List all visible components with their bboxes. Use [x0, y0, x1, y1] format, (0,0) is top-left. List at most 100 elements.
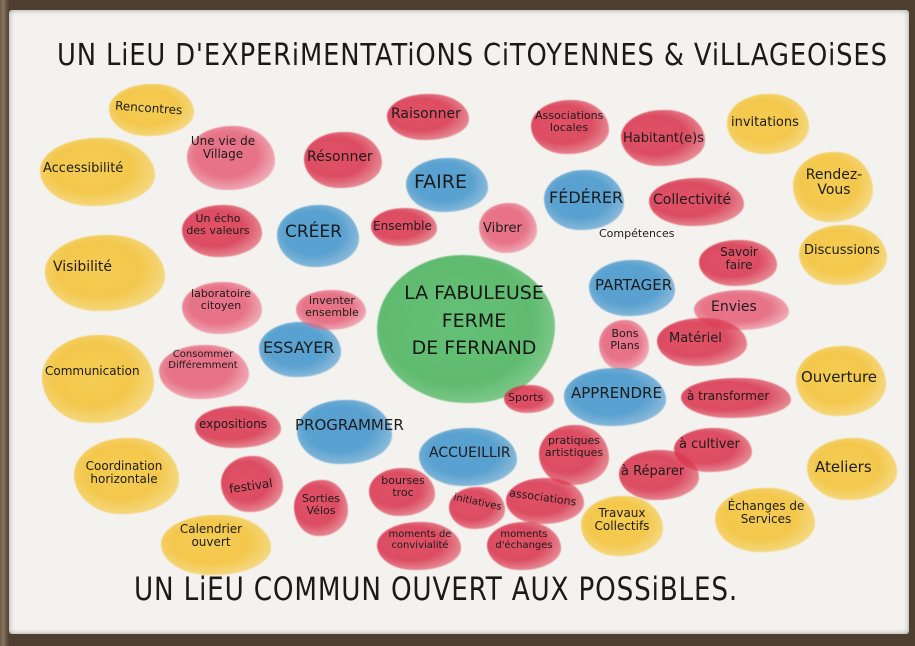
- blob-ensemble: [371, 208, 437, 246]
- word-communication: Communication: [45, 364, 140, 378]
- blob-ateliers: [807, 438, 897, 500]
- word-discussions: Discussions: [804, 243, 880, 258]
- blob-bons-plans: [599, 320, 649, 370]
- blob-moments-ech: [487, 522, 561, 570]
- title-bottom: UN LiEU COMMUN OUVERT AUX POSSiBLES.: [134, 570, 738, 608]
- word-une-vie: Une vie de Village: [190, 134, 256, 161]
- word-moments-echanges: moments d'échanges: [495, 529, 553, 551]
- blob-calendrier: [161, 515, 271, 575]
- blob-collectivite: [649, 178, 744, 226]
- blob-faire: [406, 158, 488, 212]
- blob-moments-conv: [377, 522, 461, 570]
- word-consommer: Consommer Différemment: [168, 349, 238, 371]
- blob-raisonner: [387, 94, 469, 140]
- blob-rendez-vous: [793, 152, 873, 222]
- word-savoir-faire: Savoir faire: [720, 245, 758, 272]
- watercolor-paper: UN LiEU D'EXPERiMENTATiONS CiTOYENNES & …: [9, 10, 909, 634]
- blob-expositions: [195, 406, 281, 448]
- word-a-transformer: à transformer: [687, 389, 770, 403]
- blob-communication: [42, 335, 154, 423]
- blob-invitations: [727, 94, 809, 154]
- blob-inventer: [296, 290, 366, 330]
- blob-accessibilite: [40, 138, 155, 206]
- blob-savoir: [699, 240, 777, 286]
- blob-habitants: [621, 110, 705, 166]
- blob-creer: [277, 205, 359, 267]
- word-invitations: invitations: [731, 115, 799, 130]
- word-travaux: Travaux Collectifs: [594, 506, 650, 533]
- blob-coordination: [74, 438, 179, 514]
- blob-bourses: [369, 468, 435, 516]
- word-un-echo: Un écho des valeurs: [186, 212, 250, 237]
- word-expositions: expositions: [199, 417, 268, 431]
- word-bourses-troc: bourses troc: [381, 474, 425, 499]
- blob-materiel: [657, 318, 747, 366]
- word-competences: Compétences: [599, 227, 675, 240]
- blob-rencontres: [109, 84, 194, 136]
- word-ensemble: Ensemble: [373, 219, 432, 233]
- word-accessibilite: Accessibilité: [43, 161, 124, 176]
- blob-discussions: [799, 225, 887, 285]
- word-programmer: PROGRAMMER: [295, 416, 404, 434]
- word-visibilite: Visibilité: [53, 259, 113, 275]
- word-a-cultiver: à cultiver: [679, 437, 740, 452]
- blob-partager: [589, 260, 675, 316]
- word-echanges-services: Échanges de Services: [727, 499, 805, 526]
- blob-federer: [544, 170, 624, 230]
- center-line-2: FERME: [441, 309, 507, 332]
- blob-une-vie: [187, 126, 275, 190]
- blob-center: [377, 255, 555, 403]
- word-raisonner: Raisonner: [391, 106, 461, 122]
- word-bons-plans: Bons Plans: [610, 327, 640, 352]
- blob-initiatives: [449, 487, 505, 529]
- blob-visibilite: [45, 235, 165, 311]
- blob-pratiques: [539, 425, 609, 485]
- blob-sorties: [294, 480, 348, 536]
- blob-resonner: [304, 132, 382, 188]
- word-envies: Envies: [711, 299, 757, 315]
- blob-reparer: [619, 450, 699, 500]
- word-materiel: Matériel: [669, 331, 722, 346]
- word-federer: FÉDÉRER: [549, 188, 624, 207]
- blob-sports: [504, 385, 554, 413]
- word-sports: Sports: [508, 391, 544, 404]
- word-coordination: Coordination horizontale: [85, 459, 163, 486]
- blob-travaux: [581, 496, 663, 556]
- word-moments-convivialite: moments de convivialité: [388, 529, 452, 551]
- word-pratiques: pratiques artistiques: [544, 434, 604, 459]
- blob-programmer: [297, 400, 392, 464]
- blob-vibrer: [479, 203, 537, 253]
- word-collectivite: Collectivité: [653, 192, 732, 208]
- title-top: UN LiEU D'EXPERiMENTATiONS CiTOYENNES & …: [57, 38, 888, 73]
- blob-echanges: [715, 488, 815, 552]
- word-partager: PARTAGER: [595, 276, 673, 294]
- word-resonner: Résonner: [307, 149, 373, 165]
- word-essayer: ESSAYER: [263, 338, 335, 357]
- blob-associations: [506, 478, 584, 524]
- center-title: LA FABULEUSE FERME DE FERNAND: [389, 280, 559, 363]
- center-line-3: DE FERNAND: [411, 337, 537, 360]
- word-creer: CRÉER: [285, 222, 342, 242]
- word-vibrer: Vibrer: [483, 221, 522, 236]
- word-a-reparer: à Réparer: [621, 464, 685, 479]
- blob-associations-locales: [531, 100, 609, 154]
- blob-festival: [221, 456, 283, 512]
- word-rendez-vous: Rendez-Vous: [805, 167, 863, 198]
- blob-essayer: [259, 322, 341, 377]
- word-faire: FAIRE: [414, 171, 467, 193]
- word-inventer: inventer ensemble: [305, 294, 359, 319]
- word-sorties-velos: Sorties Vélos: [301, 492, 341, 517]
- blob-consommer: [159, 345, 249, 399]
- blob-un-echo: [182, 205, 262, 257]
- word-habitants: Habitant(e)s: [623, 131, 704, 146]
- blob-ouverture: [796, 346, 886, 416]
- word-accueillir: ACCUEILLIR: [429, 445, 511, 461]
- word-apprendre: APPRENDRE: [571, 384, 662, 402]
- blob-laboratoire: [182, 282, 262, 334]
- blob-apprendre: [564, 368, 666, 426]
- word-associations-locales: Associations locales: [535, 109, 604, 134]
- center-line-1: LA FABULEUSE: [404, 282, 544, 304]
- blob-accueillir: [419, 428, 517, 486]
- word-ouverture: Ouverture: [801, 368, 878, 386]
- word-calendrier: Calendrier ouvert: [179, 522, 243, 549]
